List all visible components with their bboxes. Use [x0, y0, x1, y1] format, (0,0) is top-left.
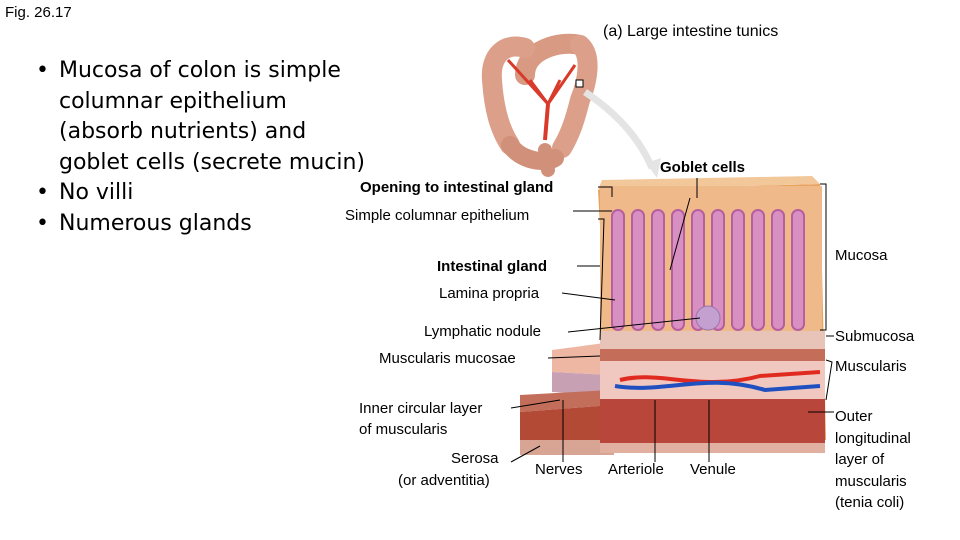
muscularis-mucosae-label: Muscularis mucosae: [379, 350, 516, 367]
serosa-label-line2: (or adventitia): [398, 472, 490, 489]
simple-columnar-label: Simple columnar epithelium: [345, 207, 530, 224]
nerves-label: Nerves: [535, 461, 583, 478]
outer-longitudinal-line2: longitudinal: [835, 429, 911, 447]
outer-longitudinal-label: Outer longitudinal layer of muscularis (…: [835, 406, 911, 514]
inner-circular-label-line2: of muscularis: [359, 421, 448, 438]
inner-circular-label-line1: Inner circular layer: [359, 400, 483, 417]
panel-title: (a) Large intestine tunics: [603, 23, 779, 40]
figure-number: Fig. 26.17: [5, 4, 72, 21]
bullet-glands: Numerous glands: [36, 209, 366, 240]
venule-label: Venule: [690, 461, 736, 478]
tissue-block: [520, 176, 826, 455]
serosa-label-line1: Serosa: [451, 450, 499, 467]
muscularis-label: Muscularis: [835, 358, 907, 375]
intestinal-gland-label: Intestinal gland: [437, 258, 548, 275]
opening-gland-label: Opening to intestinal gland: [360, 179, 554, 196]
outer-longitudinal-line4: muscularis: [835, 472, 907, 490]
arteriole-label: Arteriole: [608, 461, 664, 478]
goblet-cells-label: Goblet cells: [660, 159, 746, 176]
bullet-mucosa: Mucosa of colon is simple columnar epith…: [36, 56, 366, 178]
outer-longitudinal-line3: layer of: [835, 451, 885, 468]
lamina-propria-label: Lamina propria: [439, 285, 540, 302]
mucosa-label: Mucosa: [835, 247, 888, 264]
lymphatic-nodule-label: Lymphatic nodule: [424, 323, 542, 340]
bullet-list: Mucosa of colon is simple columnar epith…: [36, 56, 366, 239]
bullet-no-villi: No villi: [36, 178, 366, 209]
submucosa-label: Submucosa: [835, 328, 915, 345]
leader-lines: [510, 178, 834, 463]
colon-illustration: [481, 33, 661, 178]
outer-longitudinal-line5: (tenia coli): [835, 494, 905, 511]
outer-longitudinal-line1: Outer: [835, 408, 873, 425]
